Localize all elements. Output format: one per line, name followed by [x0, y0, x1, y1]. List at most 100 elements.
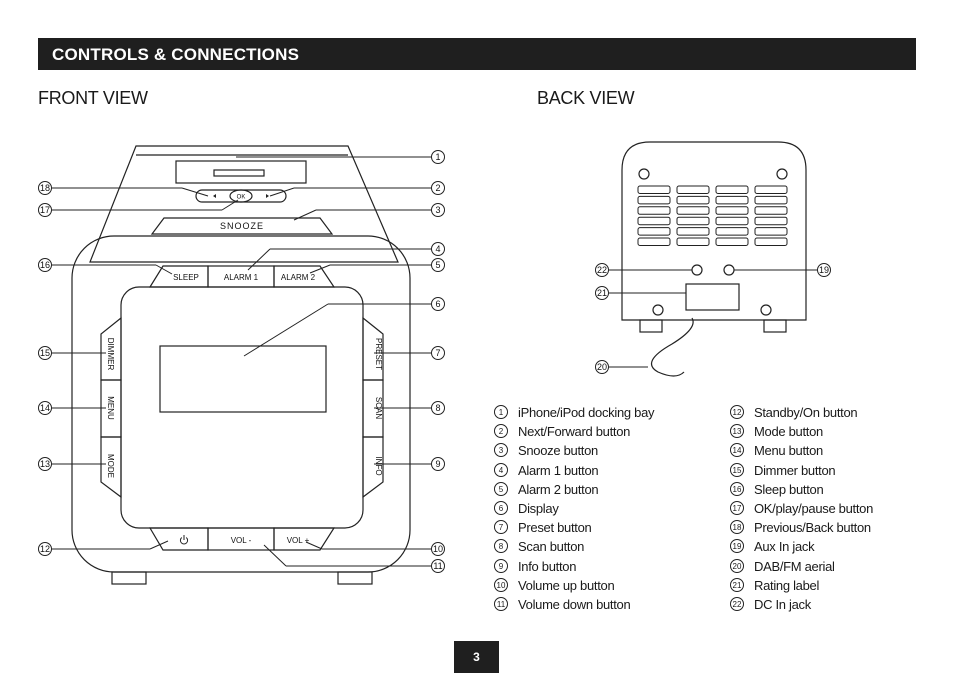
legend-label: iPhone/iPod docking bay: [518, 405, 655, 420]
vent-slot: [676, 195, 710, 205]
vol-plus-button[interactable]: [273, 527, 336, 551]
svg-text:3: 3: [435, 205, 440, 215]
callout-19: 19: [817, 263, 831, 277]
power-icon: [179, 535, 189, 545]
mode-button[interactable]: [100, 436, 122, 499]
legend-item: 3 Snooze button: [494, 442, 714, 461]
legend-number: 21: [730, 577, 744, 592]
front-foot-left: [111, 571, 147, 585]
callout-12: 12: [38, 542, 52, 556]
svg-text:18: 18: [40, 183, 50, 193]
back-body: [621, 141, 807, 321]
standby-button[interactable]: [148, 527, 209, 551]
dc-in-jack: [691, 264, 703, 276]
legend-number: 3: [494, 443, 508, 458]
legend-number: 16: [730, 481, 744, 496]
legend-number: 11: [494, 596, 508, 611]
vent-slot: [715, 206, 749, 215]
legend-label: Sleep button: [754, 481, 824, 497]
vent-slot: [715, 216, 749, 226]
svg-text:2: 2: [435, 183, 440, 193]
svg-text:22: 22: [597, 265, 607, 275]
legend-number: 1: [494, 405, 508, 419]
snooze-bar[interactable]: [150, 217, 334, 235]
aerial-wire: [650, 317, 694, 377]
legend-label: Snooze button: [518, 443, 598, 459]
legend-label: Volume up button: [518, 577, 615, 593]
vent-slot: [637, 195, 671, 205]
back-foot-right: [763, 319, 787, 333]
vent-grille: [637, 185, 788, 246]
front-body: [71, 235, 411, 573]
preset-label: PRESET: [374, 338, 383, 370]
section-title: CONTROLS & CONNECTIONS: [52, 45, 300, 64]
back-foot-left: [639, 319, 663, 333]
vent-slot: [676, 206, 710, 215]
legend-number: 5: [494, 481, 508, 496]
section-header: CONTROLS & CONNECTIONS: [38, 38, 916, 70]
info-button[interactable]: [362, 436, 384, 499]
callout-16: 16: [38, 258, 52, 272]
legend-number: 6: [494, 500, 508, 515]
legend-number: 22: [730, 596, 744, 611]
vent-slot: [676, 237, 710, 246]
svg-text:1: 1: [435, 152, 440, 162]
back-view-title: BACK VIEW: [537, 88, 635, 108]
legend-number: 15: [730, 462, 744, 477]
legend-item: 1 iPhone/iPod docking bay: [494, 404, 714, 423]
legend-number: 4: [494, 462, 508, 477]
legend-number: 9: [494, 558, 508, 573]
callout-22: 22: [595, 263, 609, 277]
svg-text:13: 13: [40, 459, 50, 469]
legend-item: 16 Sleep button: [730, 481, 910, 500]
svg-text:10: 10: [433, 544, 443, 554]
ok-button[interactable]: [229, 189, 253, 203]
vol-minus-label: VOL -: [231, 536, 252, 545]
svg-text:15: 15: [40, 348, 50, 358]
previous-arrow-icon: [213, 194, 216, 198]
svg-text:20: 20: [597, 362, 607, 372]
legend-label: Mode button: [754, 424, 823, 440]
alarm2-label: ALARM 2: [281, 273, 316, 282]
svg-text:4: 4: [435, 244, 440, 254]
legend-number: 19: [730, 539, 744, 554]
vent-slot: [715, 227, 749, 236]
callout-11: 11: [431, 559, 445, 573]
front-panel: [120, 286, 364, 529]
sleep-label: SLEEP: [173, 273, 199, 282]
callout-20: 20: [595, 360, 609, 374]
vent-slot: [754, 237, 788, 246]
page-number: 3: [454, 641, 499, 673]
callout-21: 21: [595, 286, 609, 300]
vent-slot: [754, 195, 788, 205]
vent-slot: [637, 216, 671, 226]
legend-label: Info button: [518, 558, 577, 574]
callout-14: 14: [38, 401, 52, 415]
legend-label: DC In jack: [754, 596, 811, 612]
vent-slot: [754, 206, 788, 215]
legend-number: 13: [730, 424, 744, 439]
callout-9: 9: [431, 457, 445, 471]
callout-18: 18: [38, 181, 52, 195]
front-foot-right: [337, 571, 373, 585]
legend-label: Dimmer button: [754, 462, 836, 478]
svg-text:5: 5: [435, 260, 440, 270]
legend-number: 20: [730, 558, 744, 573]
svg-text:9: 9: [435, 459, 440, 469]
dimmer-label: DIMMER: [106, 338, 115, 371]
legend-label: Previous/Back button: [754, 520, 871, 536]
legend-label: Aux In jack: [754, 539, 815, 555]
rating-label: [685, 283, 740, 311]
front-view-title: FRONT VIEW: [38, 88, 148, 108]
